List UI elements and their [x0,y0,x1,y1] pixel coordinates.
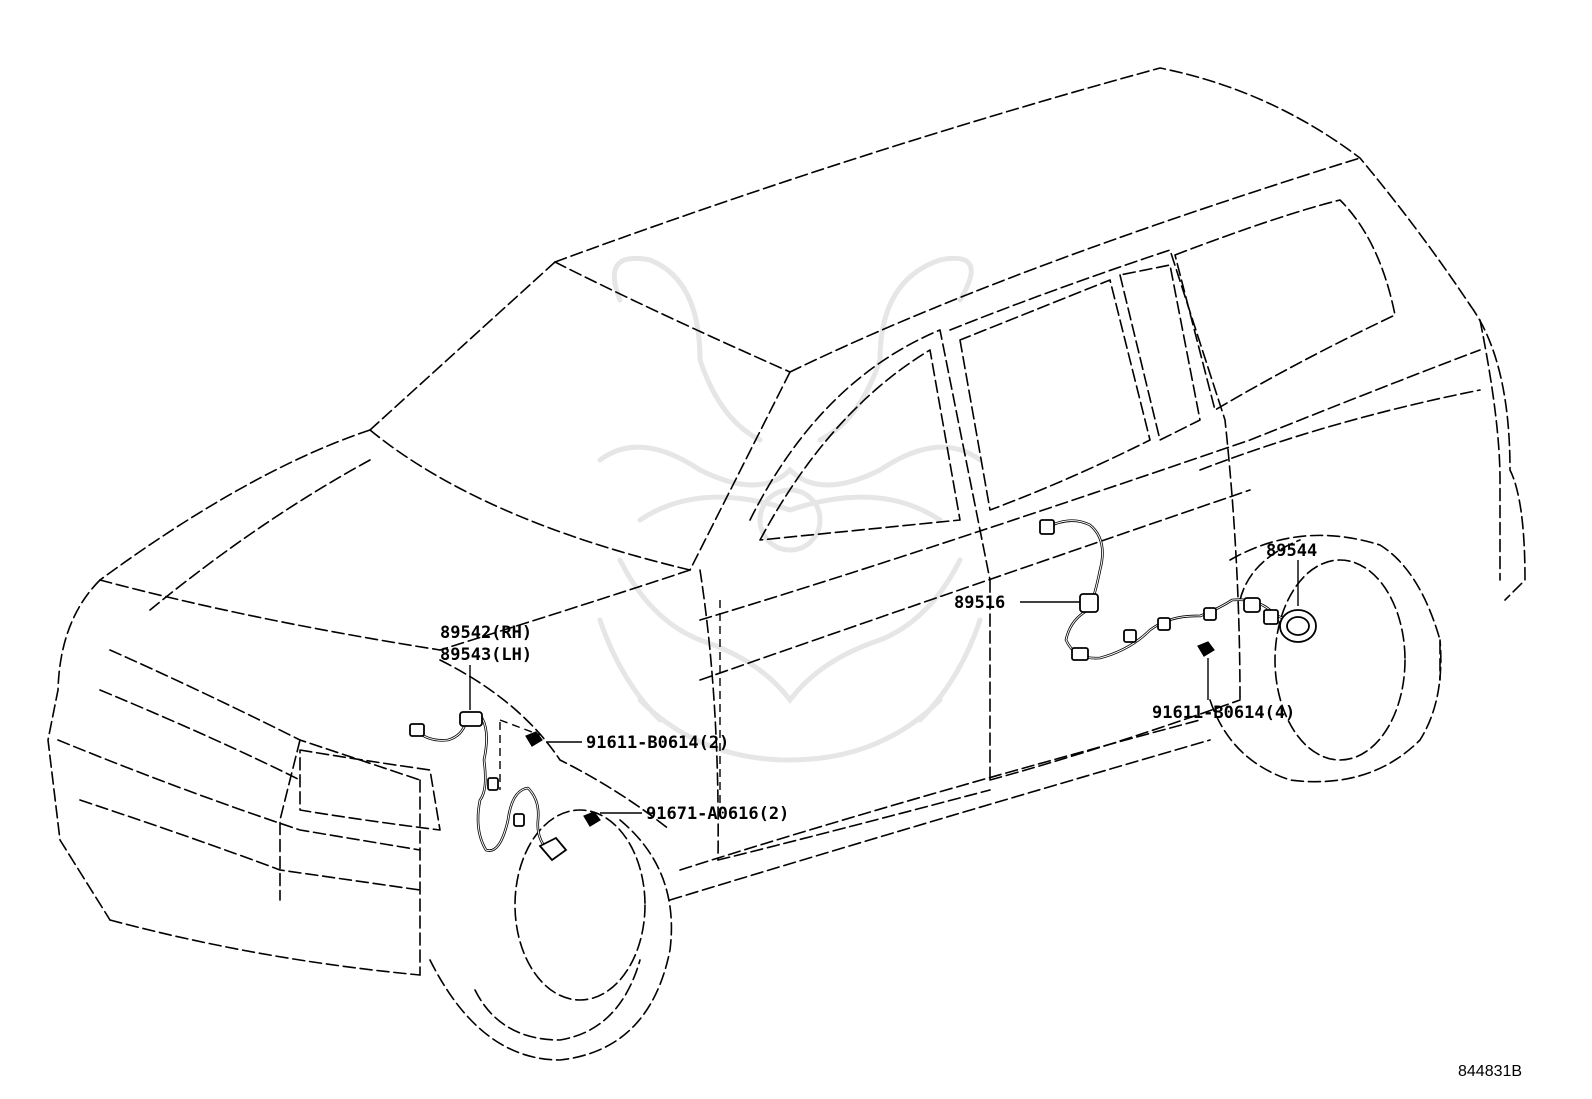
watermark-emblem [597,255,983,763]
label-front-sensor-rh: 89542(RH) [440,623,532,643]
label-rear-bearing: 89544 [1266,541,1317,561]
label-bolt-lower: 91671-A0616(2) [646,804,789,824]
label-bolt-rear: 91611-B0614(4) [1152,703,1295,723]
label-bolt-upper: 91611-B0614(2) [586,733,729,753]
bolt-marks [525,641,1215,827]
front-speed-sensor-wire [409,711,568,862]
leader-lines [469,560,1299,814]
vehicle-outline [47,67,1526,1061]
rear-speed-sensor-wire [1039,519,1292,661]
callout-labels: 89542(RH) 89543(LH) 91611-B0614(2) 91671… [440,541,1522,1080]
figure-code: 844831B [1458,1063,1522,1080]
label-rear-sensor: 89516 [954,593,1005,613]
rear-bearing-part [1279,609,1317,643]
label-front-sensor-lh: 89543(LH) [440,645,532,665]
